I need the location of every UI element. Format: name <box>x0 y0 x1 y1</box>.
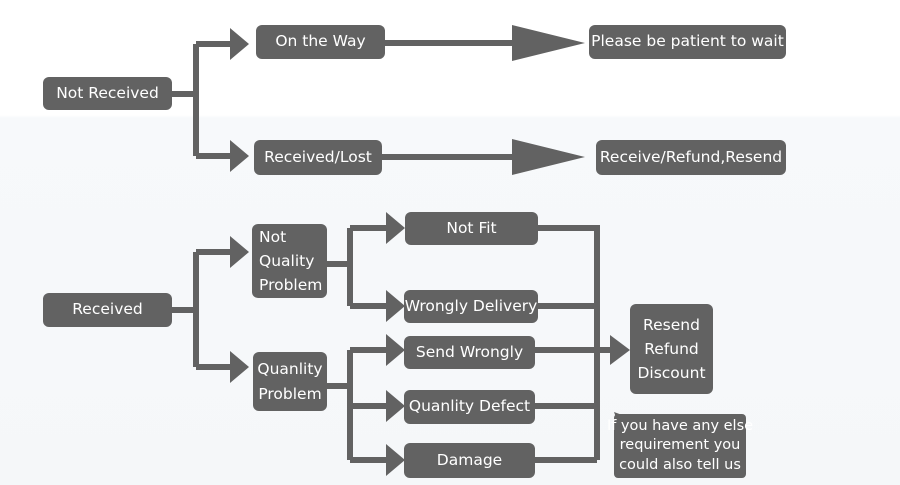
received-label: Received <box>72 300 143 319</box>
send-wrongly-label: Send Wrongly <box>415 342 524 361</box>
be-patient-label: Please be patient to wait <box>591 32 784 51</box>
not-fit-label: Not Fit <box>446 218 497 237</box>
on-the-way-node: On the Way <box>256 25 385 59</box>
damage-label: Damage <box>436 450 503 469</box>
damage-node: Damage <box>404 443 535 478</box>
received-node: Received <box>43 293 172 327</box>
quality-problem-line-1: Quanlity <box>257 360 323 379</box>
received-lost-label: Received/Lost <box>264 147 372 166</box>
note-line-3: could also tell us <box>619 456 741 473</box>
quality-defect-label: Quanlity Defect <box>408 397 531 416</box>
wrongly-delivery-node: Wrongly Delivery <box>404 290 538 323</box>
note-line-1: If you have any else <box>606 417 754 434</box>
not-quality-problem-line-3: Problem <box>259 276 323 294</box>
quality-defect-node: Quanlity Defect <box>404 390 535 424</box>
not-quality-problem-node: Not Quality Problem <box>252 224 327 298</box>
on-the-way-label: On the Way <box>275 32 366 51</box>
wrongly-delivery-label: Wrongly Delivery <box>404 296 538 315</box>
extra-requirement-note: If you have any else requirement you cou… <box>607 414 753 478</box>
receive-refund-resend-label: Receive/Refund,Resend <box>599 147 783 166</box>
quality-problem-line-2: Problem <box>258 384 322 403</box>
solutions-node: Resend Refund Discount <box>630 304 713 394</box>
not-fit-node: Not Fit <box>405 212 538 245</box>
solution-refund: Refund <box>644 339 699 358</box>
not-received-label: Not Received <box>56 83 159 102</box>
not-quality-problem-line-1: Not <box>259 227 287 246</box>
received-lost-node: Received/Lost <box>254 140 382 175</box>
solution-discount: Discount <box>637 364 706 382</box>
be-patient-node: Please be patient to wait <box>589 25 786 59</box>
quality-problem-node: Quanlity Problem <box>253 352 327 411</box>
receive-refund-resend-node: Receive/Refund,Resend <box>596 140 786 175</box>
not-quality-problem-line-2: Quality <box>259 251 315 270</box>
send-wrongly-node: Send Wrongly <box>404 336 535 369</box>
solution-resend: Resend <box>643 315 700 334</box>
not-received-node: Not Received <box>43 77 172 110</box>
note-line-2: requirement you <box>619 437 741 454</box>
